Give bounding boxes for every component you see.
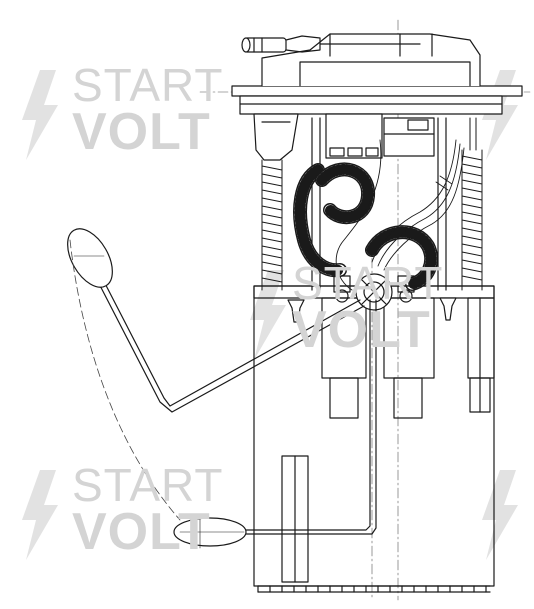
- watermark-bolt-icon: [482, 470, 518, 560]
- watermark-center: START VOLT: [292, 260, 444, 356]
- watermark-bolts: [22, 70, 518, 560]
- pump-tube-right: [383, 297, 435, 419]
- level-sensor-pivot: [333, 273, 415, 311]
- watermark-line1: START: [72, 59, 224, 111]
- top-cover: [231, 33, 523, 115]
- watermark-bolt-icon: [22, 70, 58, 160]
- float-swing-arc: [69, 239, 181, 521]
- float-arm-upper: [67, 228, 365, 413]
- watermark-bottom-left: START VOLT: [72, 462, 224, 558]
- connector-block-left: [253, 113, 299, 161]
- wiring-harness: [335, 139, 465, 291]
- watermark-line2: VOLT: [72, 103, 211, 161]
- rim-clips: [287, 297, 457, 323]
- float-arm-lower: [173, 299, 377, 549]
- connector-block-center: [325, 113, 435, 159]
- watermark-bolt-icon: [22, 470, 58, 560]
- pump-tube-far-right: [467, 297, 495, 413]
- watermark-bolt-icon: [250, 270, 286, 360]
- watermark-line2: VOLT: [292, 301, 431, 359]
- guide-spring-left: [261, 159, 283, 291]
- watermark-bolt-icon: [482, 70, 518, 160]
- watermark-line1: START: [292, 257, 444, 309]
- watermark-line2: VOLT: [72, 503, 211, 561]
- watermark-line1: START: [72, 459, 224, 511]
- watermark-top-left: START VOLT: [72, 62, 224, 158]
- guide-spring-right: [461, 117, 483, 291]
- outlet-nipple: [241, 35, 321, 53]
- pump-tube-left: [321, 297, 367, 419]
- corrugated-hose: [293, 162, 439, 291]
